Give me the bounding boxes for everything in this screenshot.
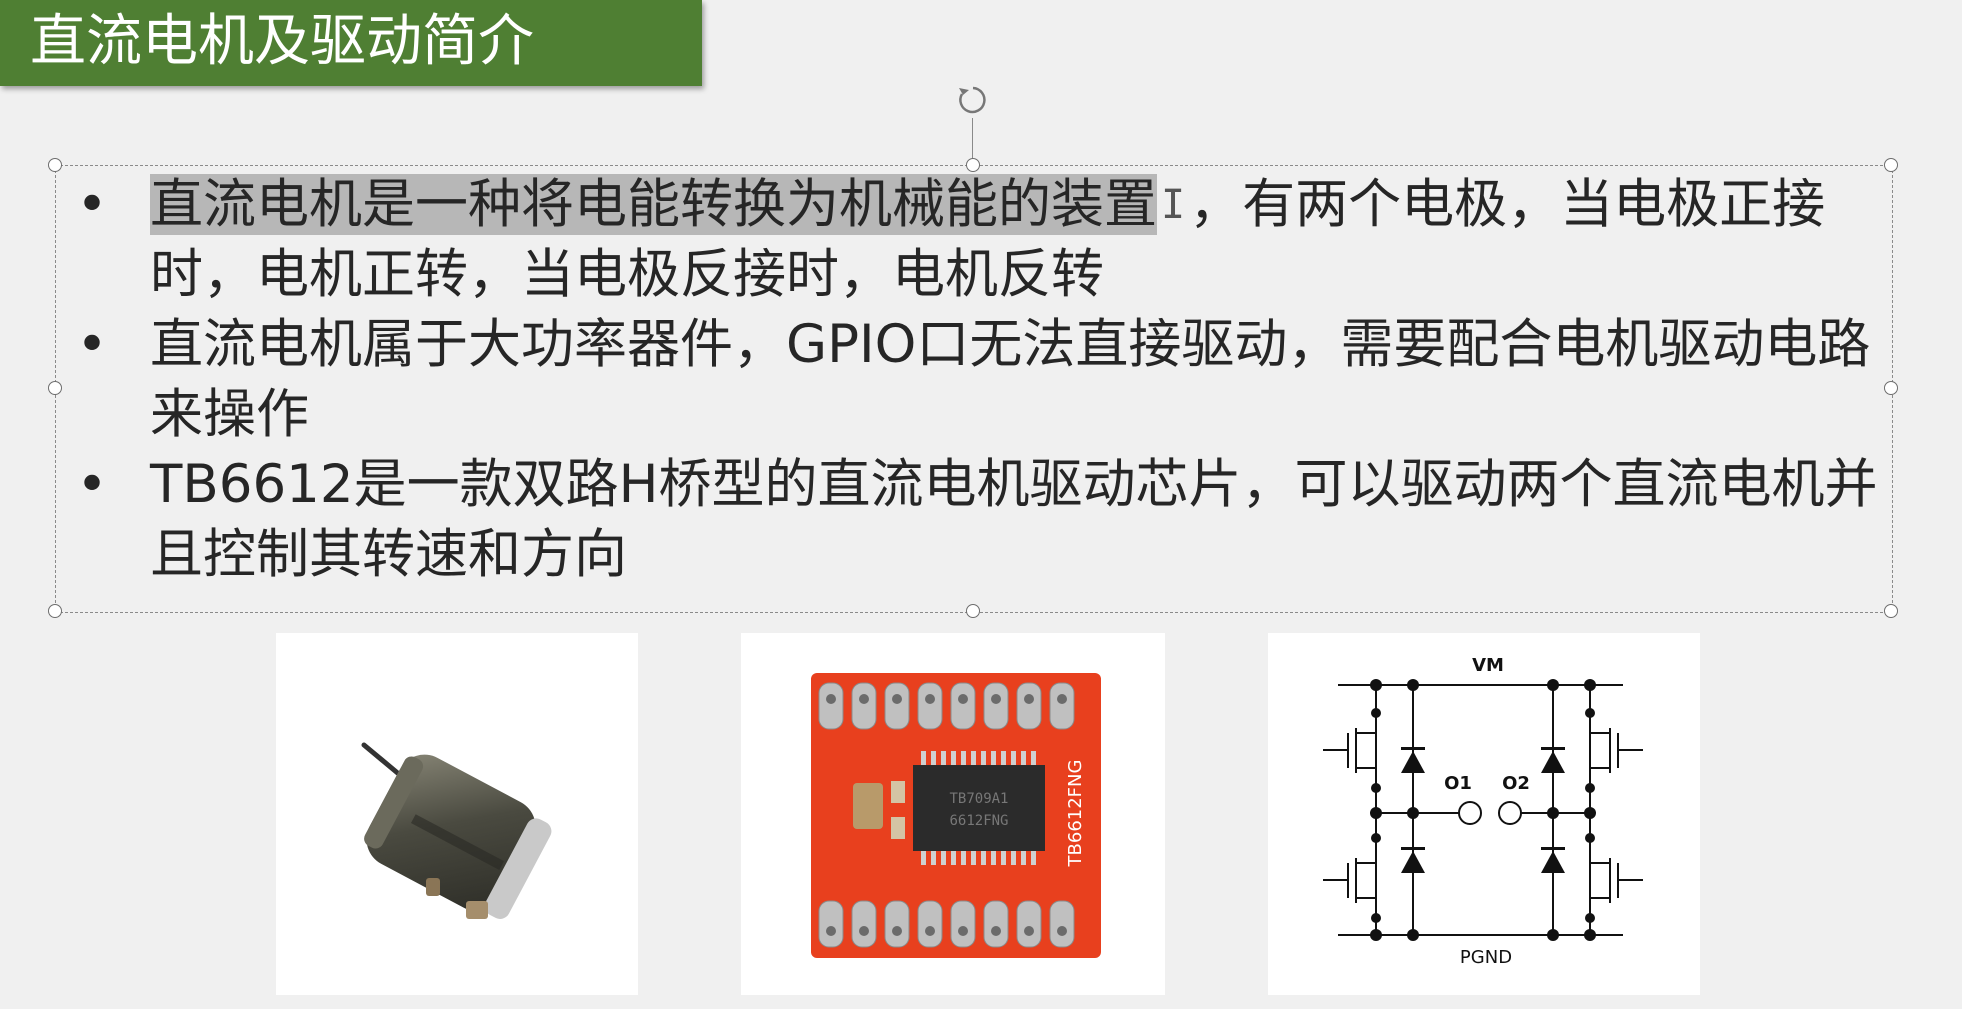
slide-title[interactable]: 直流电机及驱动简介 <box>30 9 534 74</box>
label-vm: VM <box>1472 655 1504 676</box>
resize-handle-top-center[interactable] <box>966 158 980 172</box>
label-o1: O1 <box>1444 773 1472 794</box>
bullet-item[interactable]: • 直流电机属于大功率器件，GPIO口无法直接驱动，需要配合电机驱动电路来操作 <box>60 310 1880 450</box>
bullet-dot: • <box>76 454 108 515</box>
resize-handle-top-left[interactable] <box>48 158 62 172</box>
chip-label-2: 6612FNG <box>949 813 1008 829</box>
text-cursor-icon: I <box>1161 182 1186 228</box>
bullet-dot: • <box>76 314 108 375</box>
resize-handle-bottom-left[interactable] <box>48 604 62 618</box>
resize-handle-bottom-center[interactable] <box>966 604 980 618</box>
bullet-item[interactable]: • TB6612是一款双路H桥型的直流电机驱动芯片，可以驱动两个直流电机并且控制… <box>60 450 1880 590</box>
bullet-dot: • <box>76 174 108 235</box>
driver-board-icon: TB709A1 6612FNG TB6612FNG <box>811 673 1101 958</box>
bullet-text[interactable]: TB6612是一款双路H桥型的直流电机驱动芯片，可以驱动两个直流电机并且控制其转… <box>150 454 1878 585</box>
rotation-handle-line <box>972 118 973 164</box>
rotate-icon[interactable] <box>955 82 991 118</box>
bullet-text[interactable]: ，有两个电极，当电极正接时，电机正转，当电极反接时，电机反转 <box>150 174 1826 305</box>
resize-handle-middle-left[interactable] <box>48 381 62 395</box>
title-banner: 直流电机及驱动简介 <box>0 0 702 86</box>
dc-motor-icon <box>361 742 552 919</box>
h-bridge-diagram-icon: VM PGND O1 O2 <box>1323 655 1643 968</box>
board-label: TB6612FNG <box>1065 760 1086 868</box>
resize-handle-middle-right[interactable] <box>1884 381 1898 395</box>
selected-text[interactable]: 直流电机是一种将电能转换为机械能的装置 <box>150 174 1157 235</box>
resize-handle-top-right[interactable] <box>1884 158 1898 172</box>
tb6612-board-image[interactable]: TB709A1 6612FNG TB6612FNG <box>741 633 1165 995</box>
bullet-text[interactable]: 直流电机属于大功率器件，GPIO口无法直接驱动，需要配合电机驱动电路来操作 <box>150 314 1871 445</box>
h-bridge-circuit-image[interactable]: VM PGND O1 O2 <box>1268 633 1700 995</box>
resize-handle-bottom-right[interactable] <box>1884 604 1898 618</box>
chip-label-1: TB709A1 <box>949 791 1008 807</box>
dc-motor-image[interactable] <box>276 633 638 995</box>
label-pgnd: PGND <box>1460 947 1512 968</box>
label-o2: O2 <box>1502 773 1530 794</box>
